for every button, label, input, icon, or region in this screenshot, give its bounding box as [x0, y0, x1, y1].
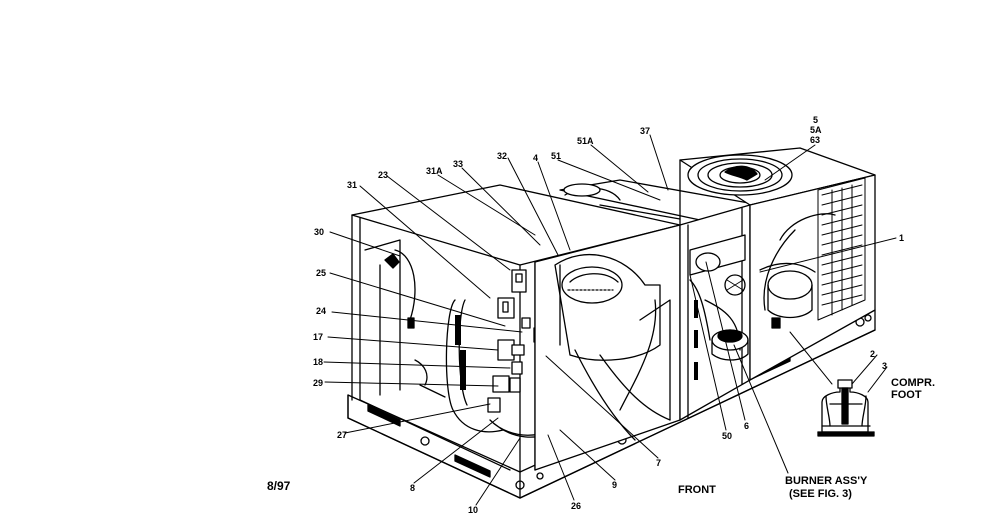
- blower-section: [534, 179, 761, 471]
- callout-6: 6: [744, 421, 750, 431]
- callout-17: 17: [313, 332, 324, 342]
- callout-30: 30: [314, 227, 325, 237]
- callout-27: 27: [337, 430, 348, 440]
- callout-31: 31: [347, 180, 358, 190]
- inset-label-3: 3: [882, 361, 888, 371]
- date-code: 8/97: [267, 479, 291, 493]
- callout-5a: 5A: [810, 125, 822, 135]
- callout-51: 51: [551, 151, 562, 161]
- callout-31a: 31A: [426, 166, 443, 176]
- compressor-foot-inset: [817, 379, 875, 437]
- callout-10: 10: [468, 505, 479, 515]
- callout-24: 24: [316, 306, 327, 316]
- center-partition: [679, 204, 751, 421]
- callout-63: 63: [810, 135, 821, 145]
- callout-50: 50: [722, 431, 733, 441]
- callout-5: 5: [813, 115, 819, 125]
- callout-33: 33: [453, 159, 464, 169]
- callout-4: 4: [533, 153, 539, 163]
- burner-note-line2: (SEE FIG. 3): [789, 488, 852, 500]
- front-label: FRONT: [678, 484, 716, 496]
- inset-label-2: 2: [870, 349, 876, 359]
- callout-29: 29: [313, 378, 324, 388]
- burner-note-line1: BURNER ASS'Y: [785, 475, 868, 487]
- callout-25: 25: [316, 268, 327, 278]
- callout-32: 32: [497, 151, 508, 161]
- leader-lines: [323, 134, 897, 506]
- condenser-section: [679, 147, 876, 381]
- compr-foot-label-line1: COMPR.: [891, 377, 935, 389]
- callout-26: 26: [571, 501, 582, 511]
- callout-37: 37: [640, 126, 651, 136]
- callout-7: 7: [656, 458, 662, 468]
- callout-8: 8: [410, 483, 416, 493]
- callout-23: 23: [378, 170, 389, 180]
- callout-9: 9: [612, 480, 618, 490]
- callout-51a: 51A: [577, 136, 594, 146]
- callout-1: 1: [899, 233, 905, 243]
- callout-18: 18: [313, 357, 324, 367]
- compr-foot-label-line2: FOOT: [891, 389, 922, 401]
